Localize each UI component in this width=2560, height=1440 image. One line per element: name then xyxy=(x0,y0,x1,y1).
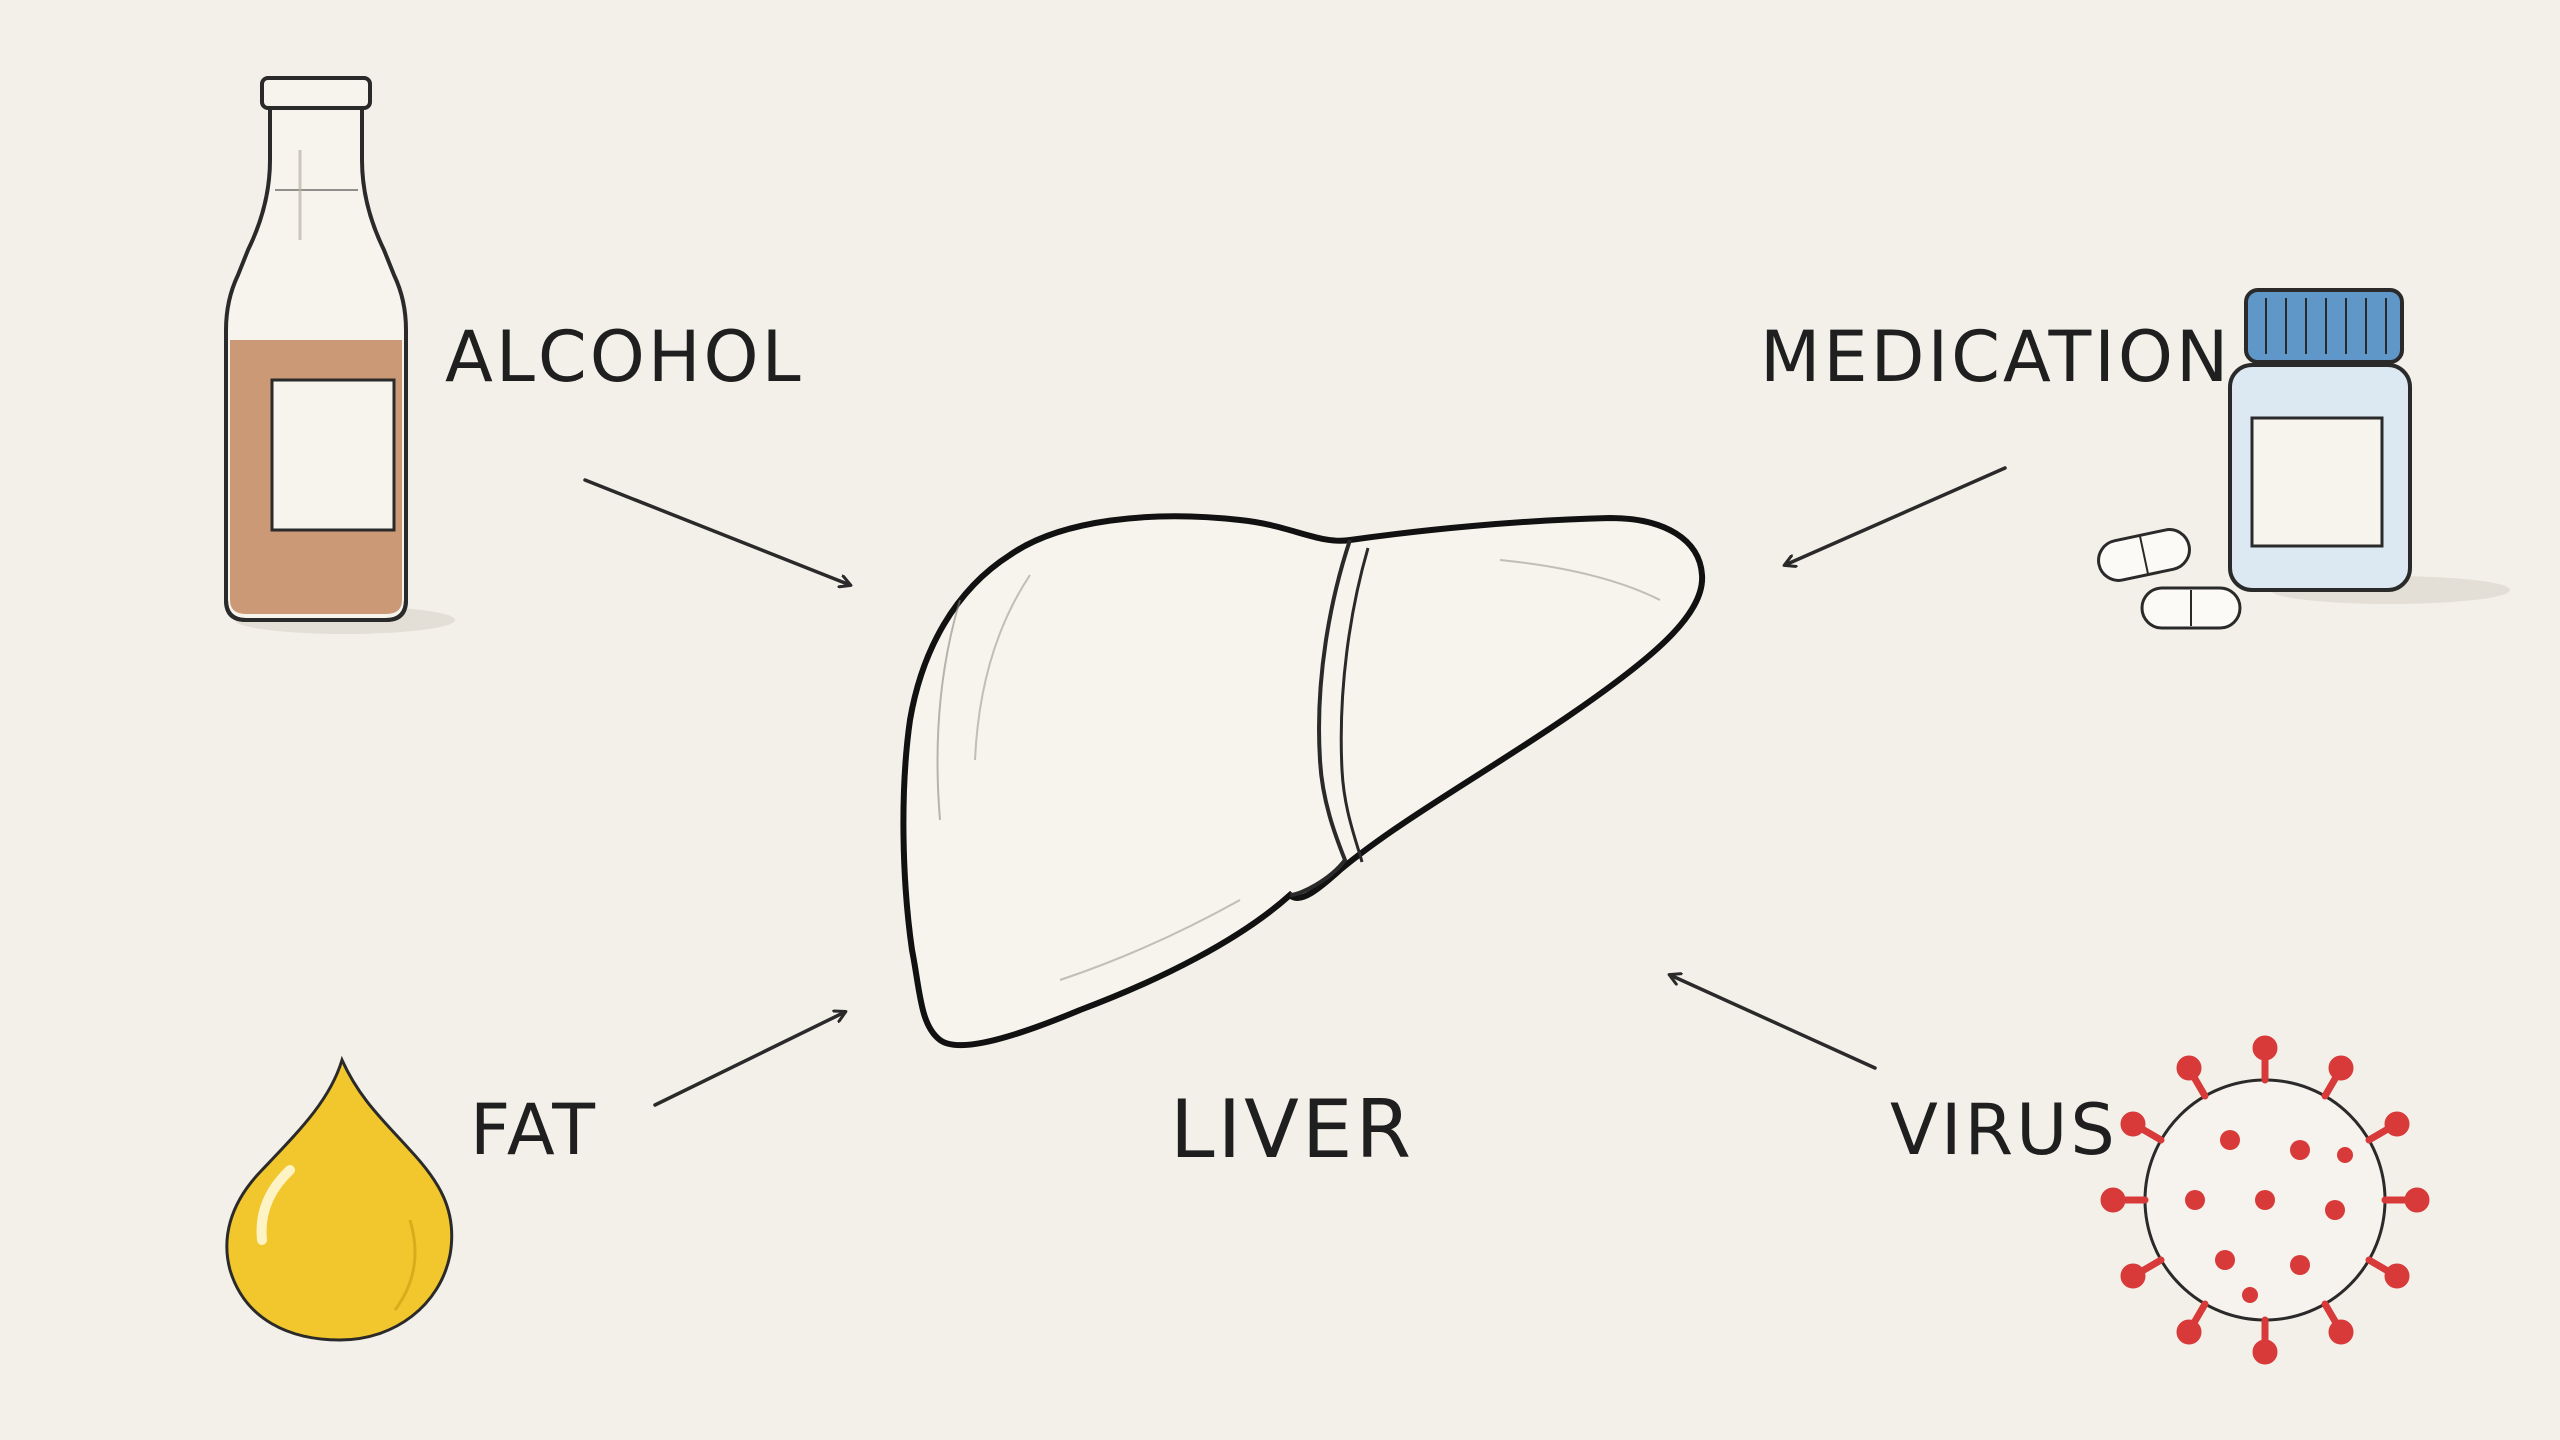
label-liver: LIVER xyxy=(1170,1083,1415,1176)
pill-icon xyxy=(2097,528,2191,582)
arrow-virus-to-liver xyxy=(1670,975,1877,1070)
pill-bottle-icon xyxy=(2097,288,2510,630)
label-virus: VIRUS xyxy=(1890,1089,2118,1171)
label-fat: FAT xyxy=(470,1089,599,1171)
liver-icon xyxy=(900,513,1706,1049)
virus-icon xyxy=(2100,1035,2430,1365)
arrow-alcohol-to-liver xyxy=(583,478,850,585)
beer-bottle-icon xyxy=(224,76,455,634)
pill-icon xyxy=(2140,586,2242,630)
arrow-medication-to-liver xyxy=(1785,466,2007,565)
arrow-fat-to-liver xyxy=(653,1012,845,1107)
oil-drop-icon xyxy=(225,1055,454,1342)
label-alcohol: ALCOHOL xyxy=(445,316,804,398)
label-medication: MEDICATION xyxy=(1760,316,2232,398)
